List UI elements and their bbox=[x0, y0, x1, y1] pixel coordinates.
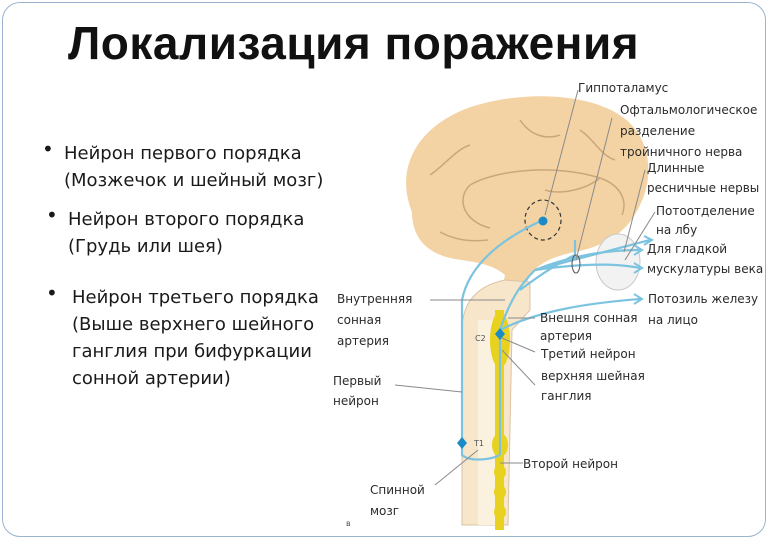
label-face-sweat: Потозиль железу bbox=[648, 292, 758, 306]
bullet-line: Нейрон третьего порядка bbox=[72, 287, 319, 308]
label-figure-letter: в bbox=[346, 519, 351, 528]
label-superior-ganglion: верхняя шейная bbox=[541, 369, 645, 383]
label-ciliary: ресничные нервы bbox=[647, 181, 759, 195]
label-forehead-sweat: Потоотделение bbox=[656, 204, 755, 218]
label-ciliary: Длинные bbox=[647, 161, 704, 175]
label-ophthalmic: Офтальмологическое bbox=[620, 103, 757, 117]
bullet-dot: • bbox=[46, 203, 58, 227]
label-external-carotid: артерия bbox=[540, 329, 592, 343]
spinal-canal bbox=[478, 320, 496, 525]
hypothalamus-neuron-dot bbox=[538, 216, 548, 226]
label-spinal-cord: Спинной bbox=[370, 483, 425, 497]
label-spinal-cord: мозг bbox=[370, 504, 399, 518]
bullet-line: (Выше верхнего шейного bbox=[72, 314, 315, 335]
label-hypothalamus: Гиппоталамус bbox=[578, 81, 668, 95]
nerve-pathways bbox=[460, 218, 651, 461]
label-internal-carotid: сонная bbox=[337, 313, 381, 327]
label-third-neuron: Третий нейрон bbox=[540, 347, 636, 361]
carotid-loop bbox=[571, 254, 581, 274]
bullet-line: (Грудь или шея) bbox=[68, 236, 223, 257]
bullet-dot: • bbox=[46, 281, 58, 305]
bullet-line: сонной артерии) bbox=[72, 368, 231, 389]
label-external-carotid: Внешня сонная bbox=[540, 311, 638, 325]
brain-folds bbox=[429, 119, 625, 242]
label-second-neuron: Второй нейрон bbox=[523, 457, 618, 471]
arrowheads bbox=[633, 235, 655, 305]
bullet-line: ганглия при бифуркации bbox=[72, 341, 312, 362]
label-ophthalmic: разделение bbox=[620, 124, 695, 138]
label-c2: C2 bbox=[475, 334, 486, 343]
page-title: Локализация поражения bbox=[68, 17, 640, 69]
label-first-neuron: Первый bbox=[333, 374, 381, 388]
first-synapse-icon bbox=[457, 437, 467, 449]
label-forehead-sweat: на лбу bbox=[656, 223, 697, 237]
label-smooth-muscle: Для гладкой bbox=[647, 242, 727, 256]
eye-shape bbox=[595, 233, 641, 291]
bullet-dot: • bbox=[42, 137, 54, 161]
label-first-neuron: нейрон bbox=[333, 394, 379, 408]
label-ophthalmic: тройничного нерва bbox=[620, 145, 742, 159]
hypothalamus-region bbox=[524, 199, 562, 241]
label-superior-ganglion: ганглия bbox=[541, 389, 592, 403]
bullet-line: Нейрон первого порядка bbox=[64, 143, 302, 164]
bullet-line: (Мозжечок и шейный мозг) bbox=[64, 170, 324, 191]
bullet-line: Нейрон второго порядка bbox=[68, 209, 305, 230]
label-internal-carotid: Внутренняя bbox=[337, 292, 412, 306]
second-synapse-icon bbox=[495, 328, 505, 340]
leader-lines bbox=[394, 89, 656, 486]
label-smooth-muscle: мускулатуры века bbox=[647, 262, 763, 276]
label-internal-carotid: артерия bbox=[337, 334, 389, 348]
label-face-sweat: на лицо bbox=[648, 313, 698, 327]
label-t1: T1 bbox=[473, 439, 484, 448]
